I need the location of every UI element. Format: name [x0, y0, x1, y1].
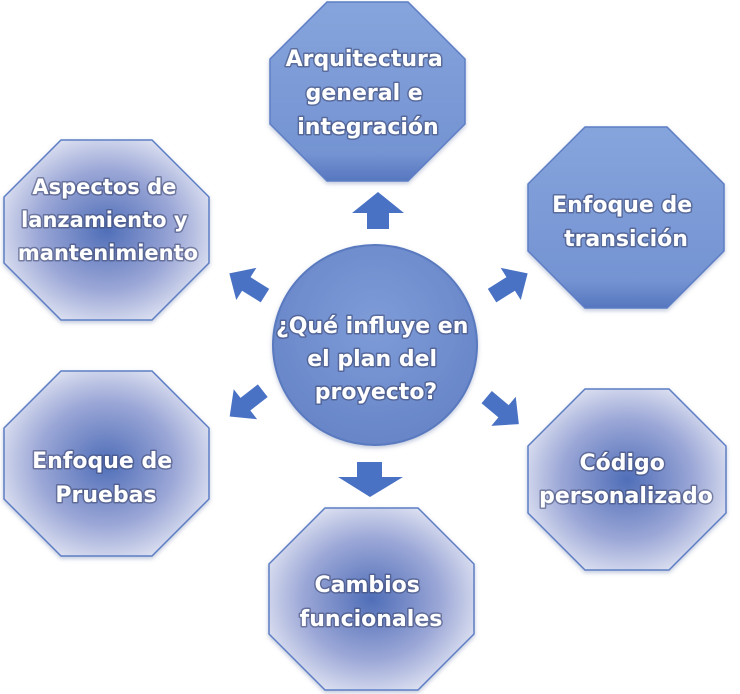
svg-text:Enfoque de Pruebas: Enfoque de Pruebas [32, 449, 180, 508]
center-circle [272, 244, 478, 446]
node-label-line: transición [564, 227, 688, 252]
arrow-up-icon [352, 192, 404, 229]
node-label-line: funcionales [300, 607, 443, 632]
center-label-line: ¿Qué influye en [276, 314, 468, 339]
center-node: ¿Qué influye en el plan del proyecto? [272, 244, 478, 446]
svg-text:Aspectos de lanzamiento: Aspectos de lanzamiento y mantenimiento [18, 175, 198, 265]
center-label-line: proyecto? [315, 380, 437, 405]
octagon-shape [3, 370, 210, 557]
center-label-line: el plan del [307, 347, 437, 372]
octagon-shape [527, 388, 727, 571]
node-label-line: integración [297, 115, 438, 140]
node-label-line: general e [306, 81, 423, 106]
node-codigo: Código personalizado [527, 388, 727, 571]
svg-text:Enfoque de transición: Enfoque de transición [552, 193, 700, 252]
arrow-down-icon [338, 462, 403, 497]
node-label-line: Enfoque de [552, 193, 692, 218]
arrow-upper-left-icon [229, 267, 270, 303]
svg-text:Código personalizado: Código personalizado [539, 451, 713, 509]
node-label-line: mantenimiento [18, 241, 198, 265]
node-transicion: Enfoque de transición [527, 126, 725, 309]
arrow-lower-left-icon [229, 384, 268, 420]
arrow-upper-right-icon [487, 267, 528, 303]
node-pruebas: Enfoque de Pruebas [3, 370, 210, 557]
node-cambios: Cambios funcionales [268, 507, 475, 691]
node-label-line: Aspectos de [32, 175, 176, 199]
node-label-line: Pruebas [55, 483, 156, 508]
arrow-lower-right-icon [481, 391, 519, 426]
node-label-line: Código [579, 451, 664, 476]
svg-text:¿Qué influye en el plan: ¿Qué influye en el plan del proyecto? [276, 314, 476, 405]
node-label-line: Enfoque de [32, 449, 172, 474]
svg-text:Cambios funcionales: Cambios funcionales [300, 573, 443, 632]
node-label-line: lanzamiento y [21, 208, 188, 232]
node-lanzamiento: Aspectos de lanzamiento y mantenimiento [3, 139, 210, 321]
octagon-shape [3, 139, 210, 321]
svg-text:Arquitectura general e: Arquitectura general e integración [286, 47, 451, 140]
node-label-line: personalizado [539, 484, 713, 509]
octagon-shape [269, 1, 466, 182]
node-label-line: Cambios [314, 573, 419, 598]
octagon-shape [268, 507, 475, 691]
node-arquitectura: Arquitectura general e integración [269, 1, 466, 182]
octagon-shape [527, 126, 725, 309]
node-label-line: Arquitectura [286, 47, 443, 72]
